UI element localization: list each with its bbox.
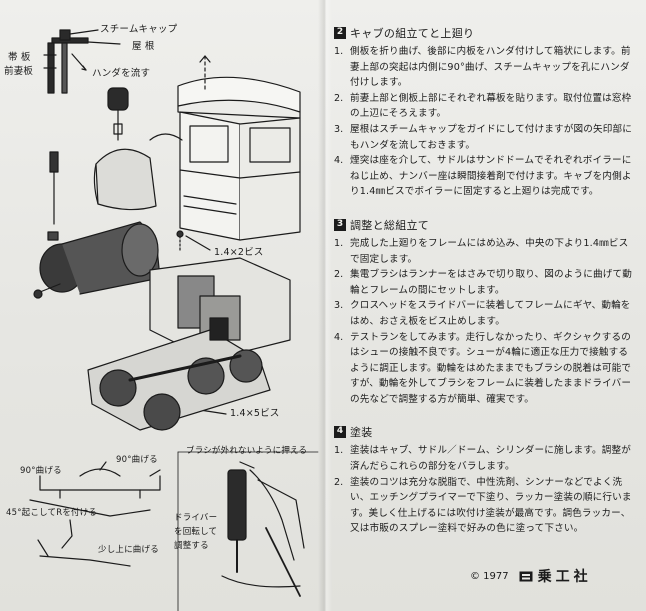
item-text: 屋根はスチームキャップをガイドにして付けますが図の矢印部にもハンダを流しておきま… bbox=[350, 123, 632, 151]
section-adjustment: 3 調整と総組立て 1. 完成した上廻りをフレームにはめ込み、中央の下より1.4㎜… bbox=[334, 216, 634, 408]
item-text: テストランをしてみます。走行しなかったり、ギクシャクするのはシューの接触不良です… bbox=[350, 331, 632, 405]
diagram-drawing bbox=[29, 29, 319, 611]
label-bend-45: 45°起こしてRを付ける bbox=[6, 508, 98, 518]
section-painting: 4 塗装 1. 塗装はキャブ、サドル／ドーム、シリンダーに施します。調整が済んだら… bbox=[334, 423, 634, 537]
section-header: 4 塗装 bbox=[334, 423, 634, 441]
label-bend-90-left: 90°曲げる bbox=[20, 466, 62, 476]
assembly-diagram: スチームキャップ 屋 根 帯 板 前妻板 ハンダを流す 1.4×2ビス 1.4×… bbox=[0, 0, 320, 611]
list-item: 2. 塗装のコツは充分な脱脂で、中性洗剤、シンナーなどでよく洗い、エッチングプライ… bbox=[334, 475, 634, 537]
list-item: 3. クロスヘッドをスライドバーに装着してフレームにギヤ、動輪をはめ、おさえ板をビ… bbox=[334, 298, 634, 329]
list-item: 1. 塗装はキャブ、サドル／ドーム、シリンダーに施します。調整が済んだらこれらの部… bbox=[334, 443, 634, 474]
cab-body bbox=[149, 55, 301, 241]
label-bend-90-top: 90°曲げる bbox=[116, 455, 158, 465]
item-text: 塗装のコツは充分な脱脂で、中性洗剤、シンナーなどでよく洗い、エッチングプライマー… bbox=[350, 476, 632, 535]
section-header: 2 キャブの組立てと上廻り bbox=[334, 24, 634, 42]
item-text: 完成した上廻りをフレームにはめ込み、中央の下より1.4㎜ビスで固定します。 bbox=[350, 237, 629, 265]
frame-chassis bbox=[87, 257, 291, 431]
label-bend-slightly-up: 少し上に曲げる bbox=[98, 545, 159, 555]
label-driver-1: ドライバー bbox=[174, 513, 218, 523]
section-number: 2 bbox=[334, 27, 346, 39]
label-brush-note: ブラシが外れないように押える bbox=[186, 446, 308, 456]
item-text: 前妻上部と側板上部にそれぞれ幕板を貼ります。取付位置は窓枠の上辺にそろえます。 bbox=[350, 92, 632, 120]
footer: © 1977 乗工社 bbox=[470, 566, 592, 586]
section-number: 3 bbox=[334, 218, 346, 231]
company-name: 乗工社 bbox=[537, 569, 592, 585]
item-text: 塗装はキャブ、サドル／ドーム、シリンダーに施します。調整が済んだらこれらの部分を… bbox=[350, 445, 632, 473]
page-fold bbox=[318, 0, 332, 611]
item-number: 3. bbox=[334, 300, 344, 312]
item-text: 集電ブラシはランナーをはさみで切り取り、図のように曲げて動輪とフレームの間にセッ… bbox=[350, 269, 632, 296]
label-driver-3: 調整する bbox=[174, 541, 209, 551]
item-text: クロスヘッドをスライドバーに装着してフレームにギヤ、動輪をはめ、おさえ板をビス止… bbox=[350, 300, 631, 327]
item-number: 4. bbox=[334, 155, 344, 167]
list-item: 2. 集電ブラシはランナーをはさみで切り取り、図のように曲げて動輪とフレームの間に… bbox=[334, 267, 634, 298]
item-text: 側板を折り曲げ、後部に内板をハンダ付けして箱状にします。前妻上部の突起は内側に9… bbox=[350, 46, 631, 89]
label-band-plate: 帯 板 bbox=[8, 52, 31, 63]
instructions-text: 2 キャブの組立てと上廻り 1. 側板を折り曲げ、後部に内板をハンダ付けして箱状に… bbox=[334, 24, 634, 553]
boiler-parts bbox=[33, 87, 161, 299]
steam-cap-inset bbox=[43, 29, 121, 94]
label-driver-2: を回転して bbox=[174, 527, 218, 537]
list-item: 1. 完成した上廻りをフレームにはめ込み、中央の下より1.4㎜ビスで固定します。 bbox=[334, 236, 634, 267]
item-number: 2. bbox=[334, 269, 344, 281]
section-header: 3 調整と総組立て bbox=[334, 216, 634, 234]
section-cab-assembly: 2 キャブの組立てと上廻り 1. 側板を折り曲げ、後部に内板をハンダ付けして箱状に… bbox=[334, 24, 634, 200]
section-title: キャブの組立てと上廻り bbox=[350, 27, 475, 40]
label-screw-1-4x5: 1.4×5ビス bbox=[230, 408, 280, 419]
section-title: 調整と総組立て bbox=[350, 218, 430, 232]
list-item: 2. 前妻上部と側板上部にそれぞれ幕板を貼ります。取付位置は窓枠の上辺にそろえます… bbox=[334, 91, 634, 122]
driver-adjust-detail bbox=[177, 451, 319, 611]
section-number: 4 bbox=[334, 426, 346, 439]
label-screw-1-4x2: 1.4×2ビス bbox=[214, 247, 264, 258]
copyright-text: © 1977 bbox=[470, 570, 509, 582]
item-number: 2. bbox=[334, 476, 344, 488]
label-front-plate: 前妻板 bbox=[4, 66, 34, 77]
brush-bending-detail bbox=[29, 461, 161, 567]
list-item: 1. 側板を折り曲げ、後部に内板をハンダ付けして箱状にします。前妻上部の突起は内側… bbox=[334, 44, 634, 91]
item-text: 煙突は座を介して、サドルはサンドドームでそれぞれボイラーにねじ止め、ナンバー座は… bbox=[350, 155, 632, 198]
item-number: 4. bbox=[334, 331, 344, 343]
list-item: 3. 屋根はスチームキャップをガイドにして付けますが図の矢印部にもハンダを流してお… bbox=[334, 122, 634, 153]
label-roof: 屋 根 bbox=[132, 41, 155, 52]
item-number: 1. bbox=[334, 445, 344, 457]
item-number: 2. bbox=[334, 92, 344, 104]
label-solder-flow: ハンダを流す bbox=[92, 68, 151, 79]
item-number: 1. bbox=[334, 237, 344, 249]
list-item: 4. テストランをしてみます。走行しなかったり、ギクシャクするのはシューの接触不良… bbox=[334, 330, 634, 408]
list-item: 4. 煙突は座を介して、サドルはサンドドームでそれぞれボイラーにねじ止め、ナンバー… bbox=[334, 153, 634, 200]
label-steam-cap: スチームキャップ bbox=[100, 24, 178, 35]
item-number: 3. bbox=[334, 123, 344, 135]
section-title: 塗装 bbox=[350, 426, 373, 440]
item-number: 1. bbox=[334, 46, 344, 57]
company-logo-icon bbox=[519, 571, 533, 581]
